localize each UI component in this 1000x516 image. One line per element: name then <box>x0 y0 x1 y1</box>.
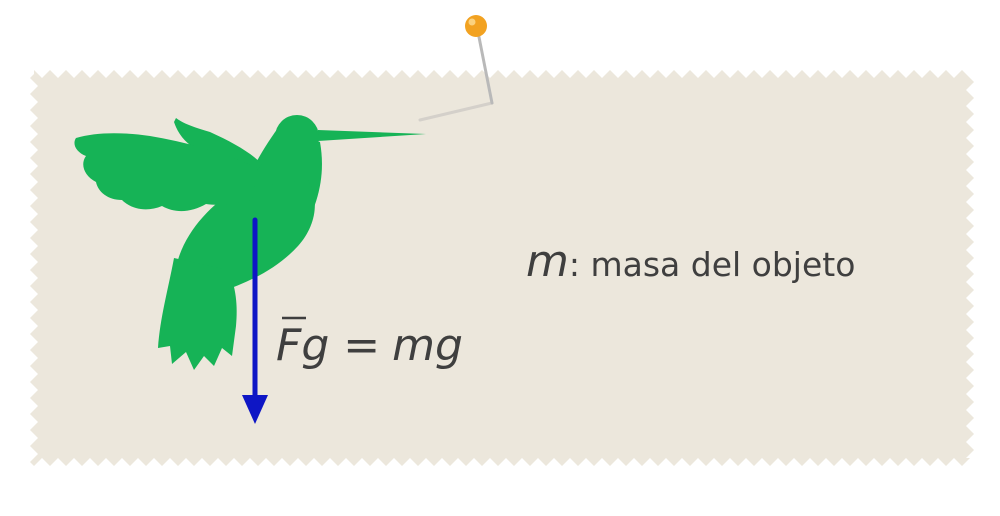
gravity-formula: Fg =mg <box>276 316 463 371</box>
force-arrow <box>242 217 268 424</box>
svg-text:m: masa del objeto: m: masa del objeto <box>526 236 855 287</box>
push-pin-icon <box>418 15 494 122</box>
legend-separator: : <box>569 245 580 284</box>
force-subscript: g <box>301 320 329 371</box>
formula-rhs: mg <box>392 320 463 371</box>
hummingbird-icon <box>74 115 426 370</box>
legend-description: masa del objeto <box>580 245 855 284</box>
legend: m: masa del objeto <box>526 236 855 287</box>
legend-symbol: m <box>526 236 569 287</box>
equals-sign: = <box>343 320 380 371</box>
svg-text:Fg=mg: Fg =mg <box>276 320 463 371</box>
force-symbol: F <box>276 320 302 371</box>
